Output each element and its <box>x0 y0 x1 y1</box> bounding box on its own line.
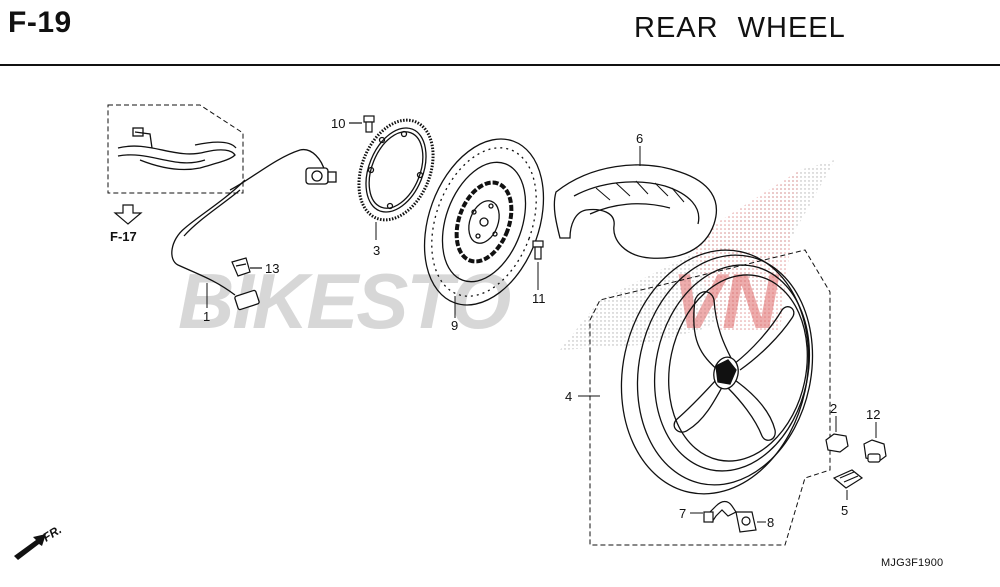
label-part-11: 11 <box>532 291 546 306</box>
part-12-valve-cap <box>863 422 887 463</box>
part-3-pulser-ring <box>357 118 435 240</box>
label-part-4: 4 <box>565 389 572 404</box>
watermark-dot-shading <box>560 160 835 350</box>
speed-sensor-harness <box>107 104 337 311</box>
part-4-wheel <box>578 249 831 546</box>
cross-reference-label: F-17 <box>110 229 137 244</box>
front-direction-arrow: FR. <box>14 522 64 560</box>
part-11-bolt <box>532 240 544 290</box>
part-5-balance-weight <box>832 469 864 500</box>
part-8-grommet <box>735 511 766 533</box>
label-part-3: 3 <box>373 243 380 258</box>
part-2-nut <box>825 416 849 453</box>
label-part-6: 6 <box>636 131 643 146</box>
diagram-reference-code: MJG3F1900 <box>881 557 944 569</box>
label-part-9: 9 <box>451 318 458 333</box>
label-part-5: 5 <box>841 503 848 518</box>
part-10-bolt <box>349 115 375 133</box>
label-part-10: 10 <box>331 116 345 131</box>
label-part-8: 8 <box>767 515 774 530</box>
label-part-13: 13 <box>265 261 279 276</box>
reference-arrow-f17: F-17 <box>110 204 143 244</box>
watermark-text-right: VN <box>672 257 780 345</box>
page-title: REAR WHEEL <box>634 12 846 44</box>
watermark-text-left: BIKESTO <box>178 257 511 345</box>
callout-labels: 1 2 3 4 5 6 7 8 9 10 11 12 13 <box>203 116 880 530</box>
label-part-12: 12 <box>866 407 880 422</box>
page-code: F-19 <box>8 6 72 39</box>
part-7-valve-stem <box>690 500 737 523</box>
part-13-clip <box>231 257 262 277</box>
header-divider <box>0 64 1000 66</box>
watermark: BIKESTO VN <box>178 257 782 345</box>
label-part-2: 2 <box>830 401 837 416</box>
label-part-7: 7 <box>679 506 686 521</box>
label-part-1: 1 <box>203 309 210 324</box>
direction-label: FR. <box>40 522 64 544</box>
part-6-tire <box>553 146 718 259</box>
